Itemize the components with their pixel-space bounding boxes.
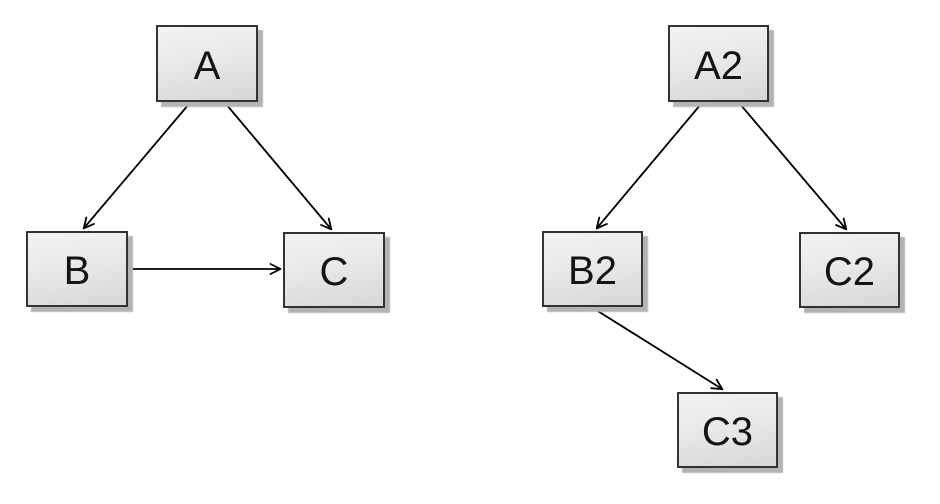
node-b2-label: B2	[568, 249, 617, 293]
node-b-label: B	[63, 249, 91, 293]
edge-a-to-c[interactable]	[225, 103, 333, 231]
edge-a2-to-c2[interactable]	[739, 103, 848, 231]
node-a[interactable]: A	[156, 25, 258, 102]
edge-a2-to-b2[interactable]	[595, 103, 702, 230]
node-c2[interactable]: C2	[799, 232, 900, 308]
edge-b2-to-c3[interactable]	[592, 307, 724, 391]
node-c3[interactable]: C3	[677, 392, 778, 468]
node-c[interactable]: C	[283, 232, 385, 308]
node-a-label: A	[193, 43, 221, 88]
node-b[interactable]: B	[26, 231, 128, 307]
node-c2-label: C2	[823, 250, 876, 294]
node-b2[interactable]: B2	[542, 231, 643, 307]
edge-a-to-b[interactable]	[82, 103, 190, 230]
node-c-label: C	[319, 250, 349, 294]
node-a2[interactable]: A2	[668, 25, 769, 102]
node-c3-label: C3	[701, 410, 754, 454]
node-a2-label: A2	[694, 43, 743, 88]
